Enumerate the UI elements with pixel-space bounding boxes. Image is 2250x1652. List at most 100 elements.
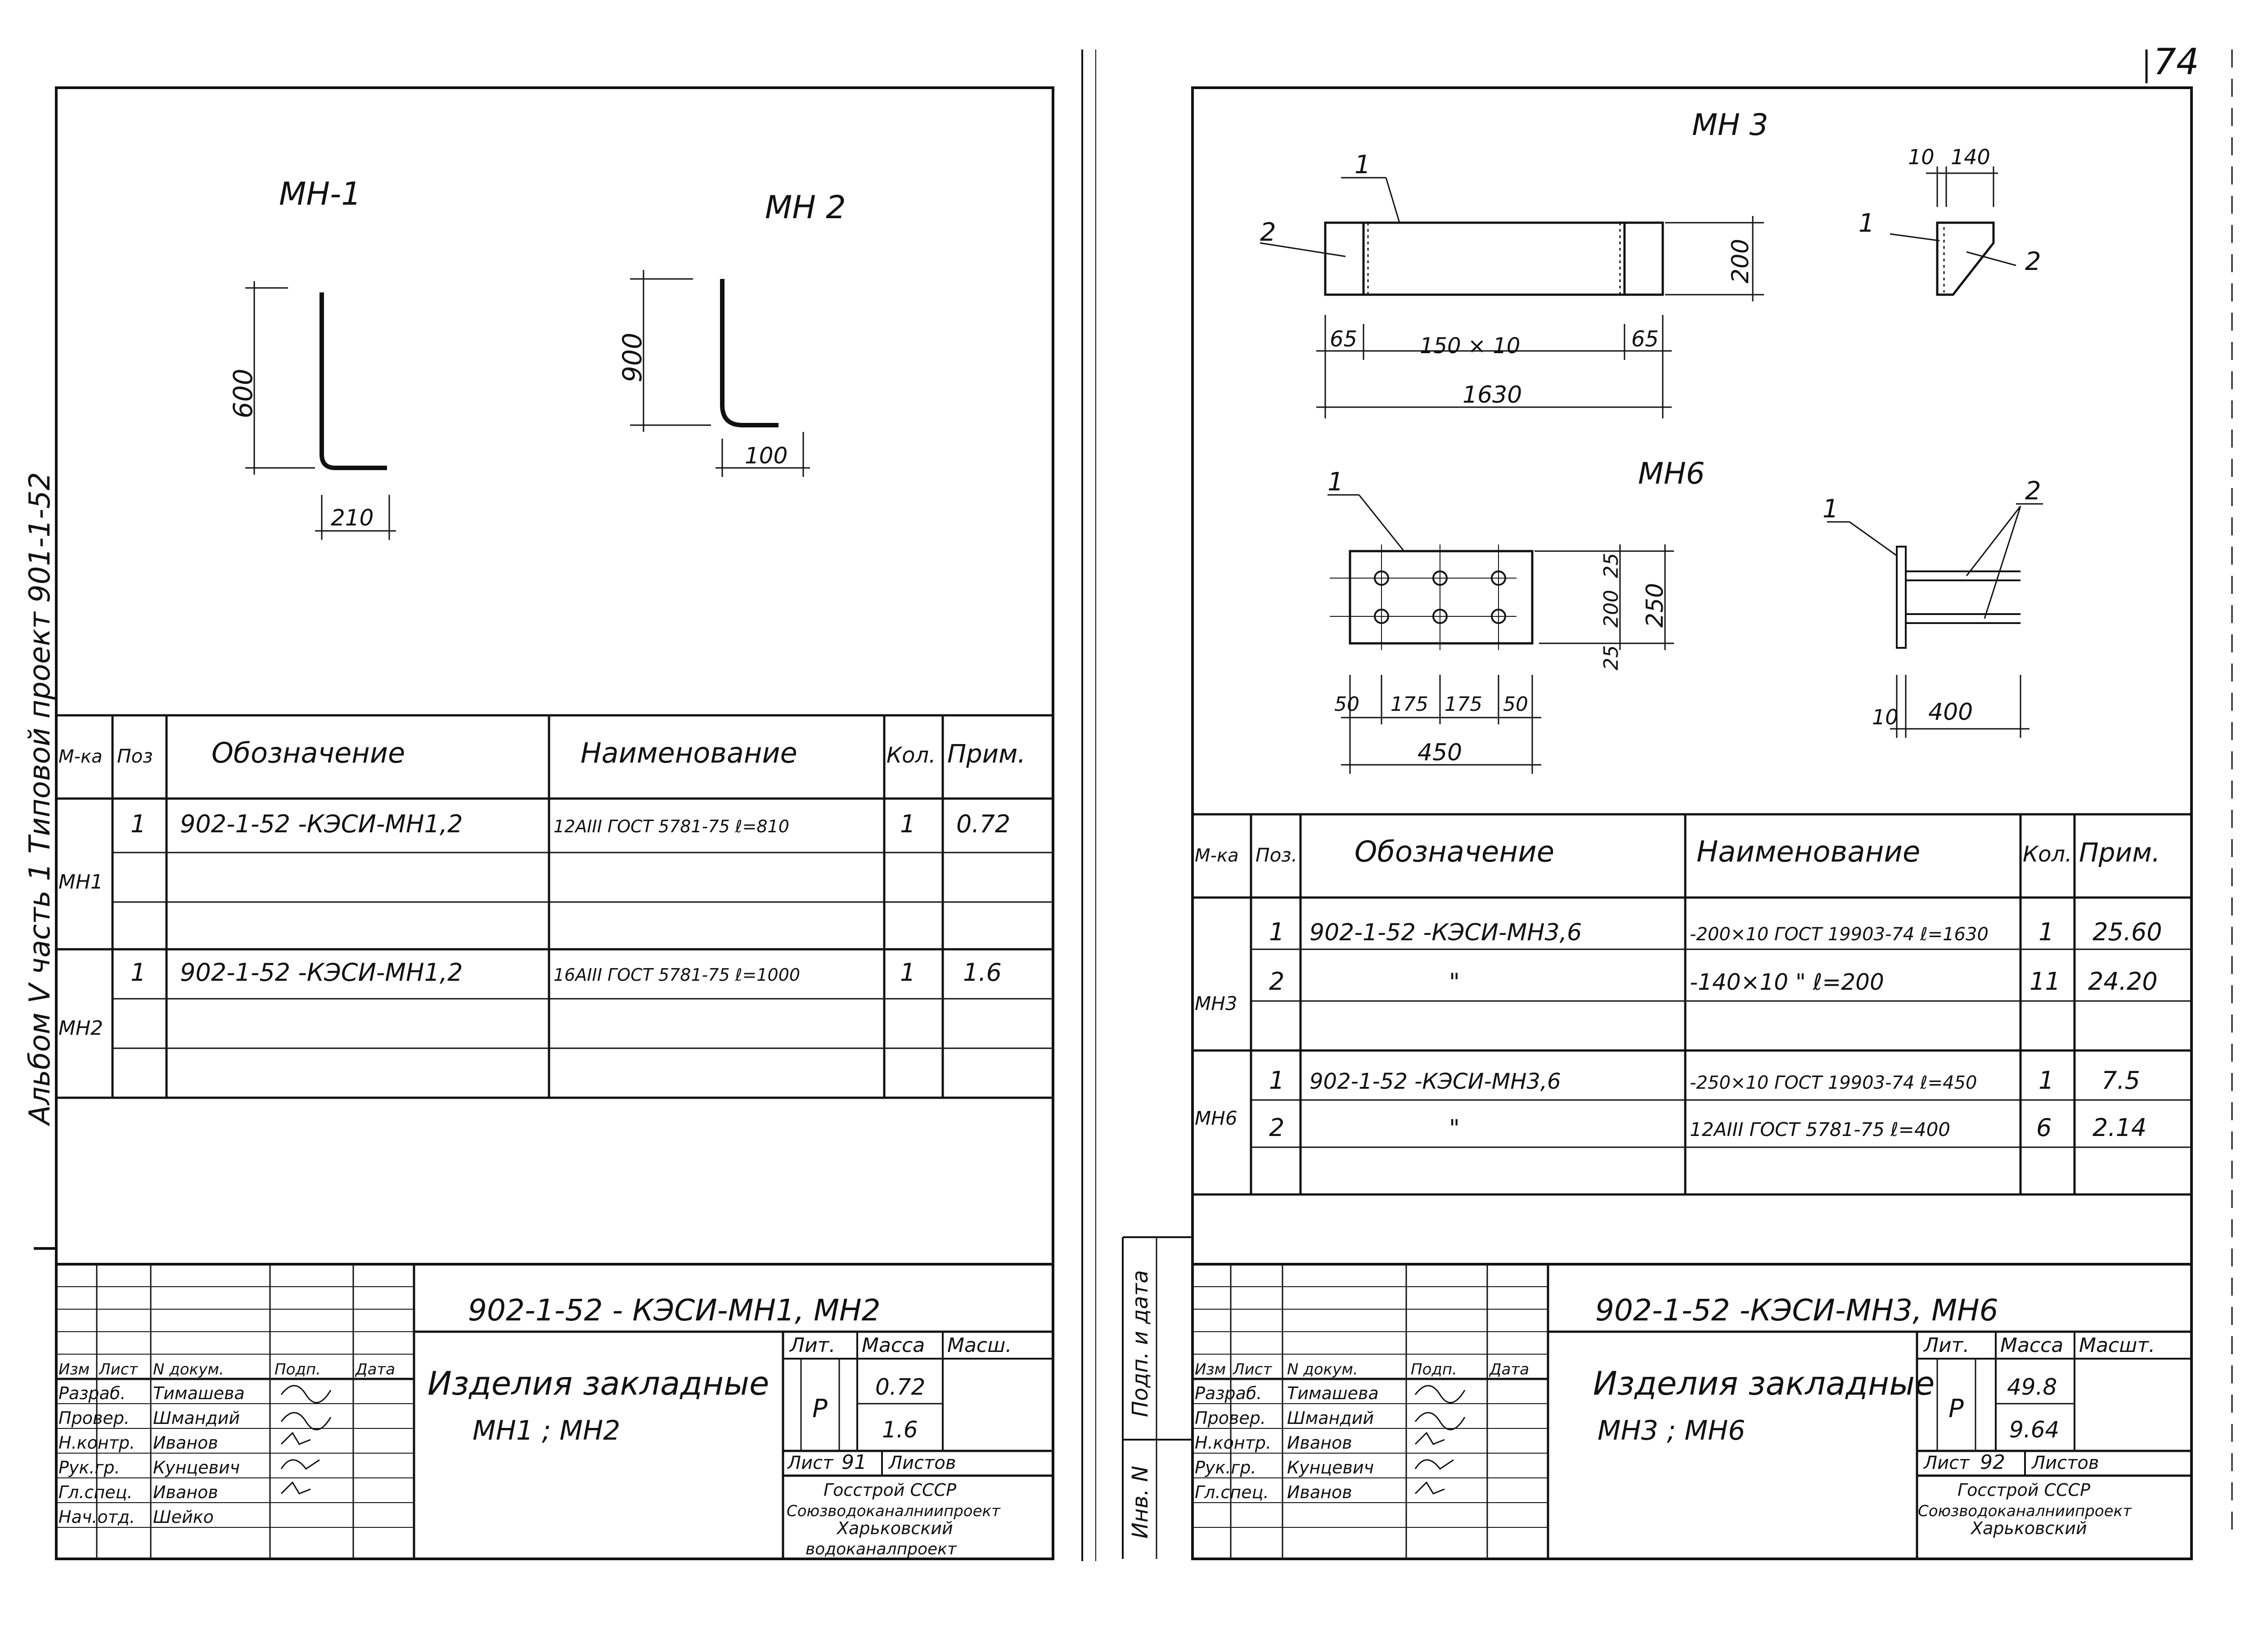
spec-header-note: Прим. (2079, 837, 2160, 868)
stamp-mass-2: 1.6 (882, 1417, 918, 1443)
table-row: 1 902-1-52 -КЭСИ-МН3,6 -250×10 ГОСТ 1990… (1269, 1066, 2140, 1095)
spec-header-qty: Кол. (2023, 842, 2072, 867)
row-pos: 1 (130, 958, 146, 987)
stamp-title: Изделия закладные (428, 1365, 769, 1402)
mn6-dim-10: 10 (1872, 705, 1899, 729)
stamp-role: Рук.гр. (1195, 1458, 1256, 1477)
spec-header-mark: М-ка (1195, 845, 1239, 866)
left-sheet: МН-1 600 210 МН 2 900 100 (34, 49, 1096, 1561)
mn6-dim-400: 400 (1928, 699, 1973, 726)
stamp-role: Гл.спец. (1195, 1482, 1269, 1502)
mn6-dim-250: 250 (1642, 583, 1669, 628)
right-sheet: Подп. и дата Инв. N МН 3 2 1 200 65 (1122, 49, 2233, 1560)
stamp-role: Разраб. (58, 1383, 126, 1403)
mn3-label: МН 3 (1692, 108, 1768, 142)
stamp-role: Рук.гр. (58, 1458, 120, 1477)
stamp-org: водоканалпроект (806, 1540, 957, 1558)
mn3-dim-65a: 65 (1330, 327, 1357, 352)
stamp-col-doc: N докум. (153, 1360, 224, 1378)
row-pos: 2 (1269, 967, 1284, 996)
mn2-dim-width: 100 (745, 443, 788, 469)
mn6-section-pos-1: 1 (1822, 494, 1839, 524)
stamp-person: Иванов (153, 1433, 218, 1453)
mn3-pos-1: 1 (1354, 150, 1371, 180)
stamp-person: Тимашева (1287, 1383, 1379, 1403)
stamp-mass-1: 49.8 (2007, 1374, 2057, 1400)
stamp-col-doc: N докум. (1287, 1360, 1358, 1378)
stamp-col-date: Дата (1489, 1360, 1529, 1378)
stamp-doc-code: 902-1-52 -КЭСИ-МН3, МН6 (1595, 1293, 1998, 1328)
stamp-lit: Р (1948, 1394, 1964, 1423)
spec-header-designation: Обозначение (1354, 835, 1554, 869)
stamp-title-sub: МН1 ; МН2 (472, 1415, 620, 1446)
mn6-dim-25b: 25 (1600, 645, 1623, 670)
table-row: 1 902-1-52 -КЭСИ-МН3,6 -200×10 ГОСТ 1990… (1269, 918, 2162, 946)
stamp-title-sub: МН3 ; МН6 (1598, 1415, 1745, 1446)
mn1-dim-width: 210 (331, 505, 374, 531)
row-note: 1.6 (963, 958, 1002, 987)
row-designation: " (1449, 969, 1460, 996)
stamp-lit-label: Лит. (1923, 1334, 1969, 1357)
stamp-mass-2: 9.64 (2009, 1417, 2059, 1443)
stamp-person: Иванов (1287, 1482, 1352, 1502)
stamp-lit-label: Лит. (789, 1334, 835, 1357)
stamp-mass-label: Масса (862, 1334, 925, 1357)
stamp-col-list: Лист (98, 1360, 138, 1378)
mn3-dim-140: 140 (1951, 145, 1990, 169)
stamp-person: Иванов (153, 1482, 218, 1502)
table-row: 2 " -140×10 " ℓ=200 11 24.20 (1269, 967, 2158, 996)
signature-mark (1414, 1481, 1445, 1495)
row-designation: 902-1-52 -КЭСИ-МН1,2 (180, 810, 463, 838)
stamp-scale-label: Масшт. (2079, 1334, 2155, 1357)
stamp-role: Гл.спец. (58, 1482, 133, 1502)
mn3-dim-200: 200 (1727, 239, 1754, 283)
mn6-dim-50a: 50 (1334, 693, 1359, 716)
side-label-signature: Подп. и дата (1128, 1270, 1153, 1417)
stamp-role: Н.контр. (1195, 1433, 1271, 1453)
stamp-sheets-label: Листов (2031, 1453, 2099, 1473)
signature-mark (280, 1385, 332, 1404)
stamp-scale-label: Масш. (947, 1334, 1012, 1357)
mn3-dim-150x10: 150 × 10 (1420, 333, 1520, 359)
row-note: 2.14 (2092, 1113, 2146, 1142)
signature-mark (280, 1432, 311, 1445)
stamp-title: Изделия закладные (1593, 1365, 1935, 1402)
table-row: 1 902-1-52 -КЭСИ-МН1,2 16АIII ГОСТ 5781-… (130, 958, 1002, 987)
left-spec-table: М-ка Поз Обозначение Наименование Кол. П… (56, 714, 1053, 1099)
stamp-role: Разраб. (1195, 1383, 1262, 1403)
side-label-inventory: Инв. N (1128, 1466, 1153, 1539)
row-name: 12АIII ГОСТ 5781-75 ℓ=810 (554, 817, 789, 836)
stamp-sheet-no: 91 (842, 1451, 867, 1474)
stamp-role: Н.контр. (58, 1433, 135, 1453)
table-row: 2 " 12АIII ГОСТ 5781-75 ℓ=400 6 2.14 (1269, 1113, 2146, 1142)
row-name: -200×10 ГОСТ 19903-74 ℓ=1630 (1690, 924, 1989, 945)
row-qty: 6 (2036, 1113, 2052, 1142)
row-qty: 11 (2030, 967, 2061, 996)
spec-header-name: Наименование (580, 736, 797, 769)
mn1-drawing: МН-1 600 210 (228, 175, 396, 540)
row-designation: 902-1-52 -КЭСИ-МН3,6 (1310, 919, 1582, 946)
stamp-lit: Р (812, 1394, 828, 1423)
mn3-section-pos-1: 1 (1858, 209, 1875, 238)
stamp-person: Кунцевич (1287, 1458, 1374, 1477)
mn6-dim-175a: 175 (1390, 693, 1428, 716)
stamp-sheet-label: Лист (1923, 1453, 1970, 1473)
stamp-person: Иванов (1287, 1433, 1352, 1453)
stamp-org: Госстрой СССР (824, 1480, 956, 1500)
mn3-dim-1630: 1630 (1462, 382, 1522, 409)
row-pos: 2 (1269, 1113, 1284, 1142)
mn6-drawing: МН6 1 25 200 25 25 (1328, 456, 2043, 774)
row-designation: 902-1-52 -КЭСИ-МН3,6 (1310, 1069, 1561, 1094)
stamp-person: Шмандий (1287, 1408, 1374, 1428)
row-qty: 1 (900, 810, 915, 838)
row-mark-mn2: МН2 (58, 1017, 103, 1040)
stamp-doc-code: 902-1-52 - КЭСИ-МН1, МН2 (468, 1293, 881, 1328)
margin-vertical-text: Альбом V часть 1 Типовой проект 901-1-52 (23, 472, 57, 1127)
stamp-col-list: Лист (1232, 1360, 1272, 1378)
row-note: 7.5 (2102, 1066, 2140, 1095)
mn3-dim-65b: 65 (1631, 327, 1659, 352)
stamp-col-sign: Подп. (274, 1360, 321, 1378)
mn6-dim-450: 450 (1418, 739, 1462, 766)
row-pos: 1 (130, 810, 146, 838)
